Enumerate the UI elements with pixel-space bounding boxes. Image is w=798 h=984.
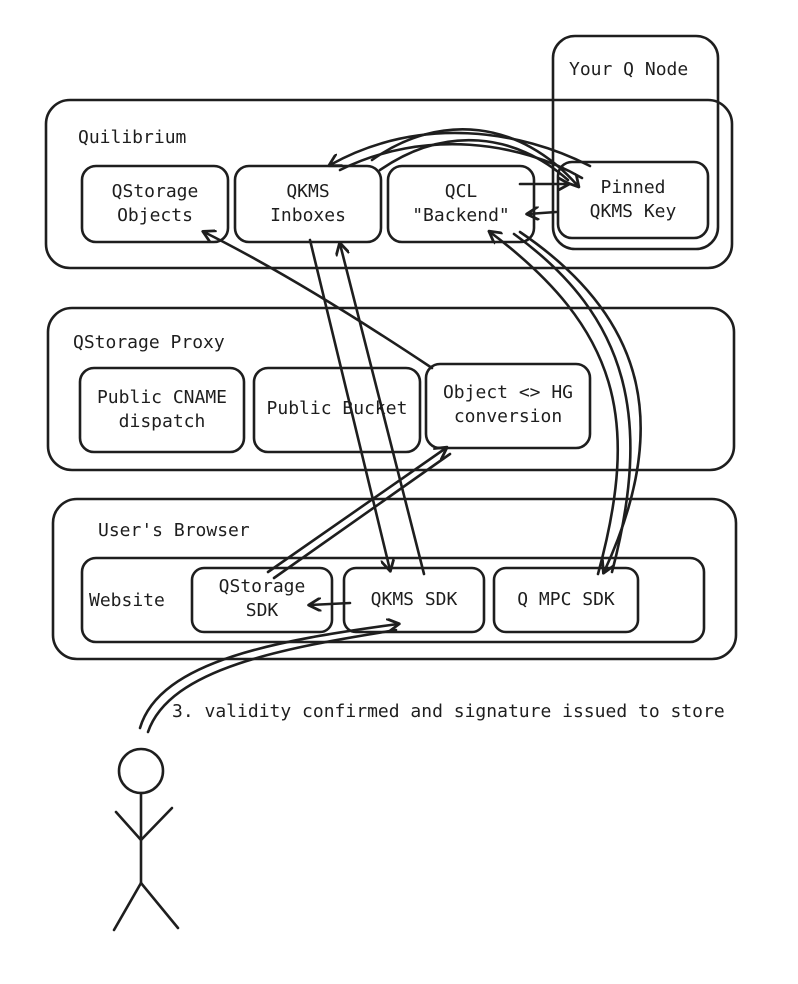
arrow-pinned-key-to-inboxes — [330, 131, 592, 168]
arrow-inboxes-to-pinned-key — [370, 128, 578, 186]
object-hg-conversion-label: Object <> HG conversion — [426, 381, 590, 429]
object-hg-conversion-box — [424, 362, 592, 450]
public-bucket-box — [252, 366, 422, 454]
qcl-backend-label: QCL "Backend" — [388, 180, 534, 228]
qstorage-sdk-line1: QStorage — [218, 576, 306, 597]
arrow-qstorage-sdk-to-conversion-outline — [272, 452, 452, 580]
arrow-inboxes-to-qkms-sdk — [308, 238, 390, 570]
arrow-qstorage-sdk-to-conversion — [266, 448, 446, 574]
qkms-inboxes-line1: QKMS — [286, 181, 330, 202]
quilibrium-label: Quilibrium — [78, 127, 187, 148]
qkms-sdk-box — [342, 566, 486, 634]
qkms-sdk-label: QKMS SDK — [344, 588, 484, 612]
q-mpc-sdk-label: Q MPC SDK — [494, 588, 638, 612]
qcl-backend-box — [386, 164, 536, 244]
qstorage-sdk-label: QStorage SDK — [192, 575, 332, 623]
arrow-pinned-key-to-qcl — [528, 212, 558, 214]
qcl-backend-line1: QCL — [444, 181, 478, 202]
pinned-qkms-key-box — [556, 160, 710, 240]
q-mpc-sdk-line1: Q MPC SDK — [517, 589, 615, 610]
users-browser-group — [51, 497, 738, 661]
qstorage-objects-label: QStorage Objects — [82, 180, 228, 228]
quilibrium-group — [44, 98, 734, 270]
arrow-pinned-key-to-inboxes-outline — [338, 142, 584, 180]
your-q-node-label: Your Q Node — [569, 59, 689, 80]
public-cname-dispatch-label: Public CNAME dispatch — [80, 386, 244, 434]
object-hg-conversion-line2: conversion — [453, 406, 563, 427]
qstorage-proxy-label: QStorage Proxy — [73, 332, 225, 353]
step3-annotation: 3. validity confirmed and signature issu… — [172, 701, 725, 722]
public-bucket-line1: Public Bucket — [266, 398, 408, 419]
q-mpc-sdk-box — [492, 566, 640, 634]
pinned-qkms-key-line2: QKMS Key — [589, 201, 677, 222]
arrow-qkms-sdk-to-inboxes — [340, 244, 426, 576]
pinned-qkms-key-line1: Pinned — [600, 177, 666, 198]
qkms-inboxes-label: QKMS Inboxes — [235, 180, 381, 228]
arrow-qkms-sdk-to-qstorage-sdk — [310, 603, 352, 605]
arrow-mpc-sdk-to-qcl — [490, 232, 619, 576]
qcl-backend-line2: "Backend" — [412, 205, 510, 226]
public-cname-dispatch-line1: Public CNAME — [96, 387, 228, 408]
users-browser-label: User's Browser — [98, 520, 250, 541]
qkms-sdk-line1: QKMS SDK — [370, 589, 458, 610]
qstorage-sdk-box — [190, 566, 334, 634]
object-hg-conversion-line1: Object <> HG — [442, 382, 574, 403]
arrow-user-to-qkms-sdk — [138, 624, 398, 730]
public-cname-dispatch-box — [78, 366, 246, 454]
arrow-user-to-qkms-sdk-outline — [146, 628, 398, 734]
website-label: Website — [89, 590, 165, 611]
qkms-inboxes-box — [233, 164, 383, 244]
qstorage-sdk-line2: SDK — [245, 600, 279, 621]
arrow-mpc-sdk-to-qcl-outline — [512, 232, 632, 574]
pinned-qkms-key-label: Pinned QKMS Key — [558, 176, 708, 224]
qstorage-proxy-group — [46, 306, 736, 472]
arrow-inboxes-to-pinned-key-outline — [378, 138, 570, 182]
qstorage-objects-box — [80, 164, 230, 244]
arrow-conversion-to-qstorage-objects — [204, 232, 434, 370]
user-actor-icon — [112, 747, 180, 932]
public-cname-dispatch-line2: dispatch — [118, 411, 206, 432]
your-q-node-group — [551, 34, 720, 251]
public-bucket-label: Public Bucket — [254, 397, 420, 421]
qkms-inboxes-line2: Inboxes — [270, 205, 346, 226]
qstorage-objects-line1: QStorage — [111, 181, 199, 202]
qstorage-objects-line2: Objects — [117, 205, 193, 226]
arrow-qcl-to-mpc-sdk — [518, 230, 642, 572]
